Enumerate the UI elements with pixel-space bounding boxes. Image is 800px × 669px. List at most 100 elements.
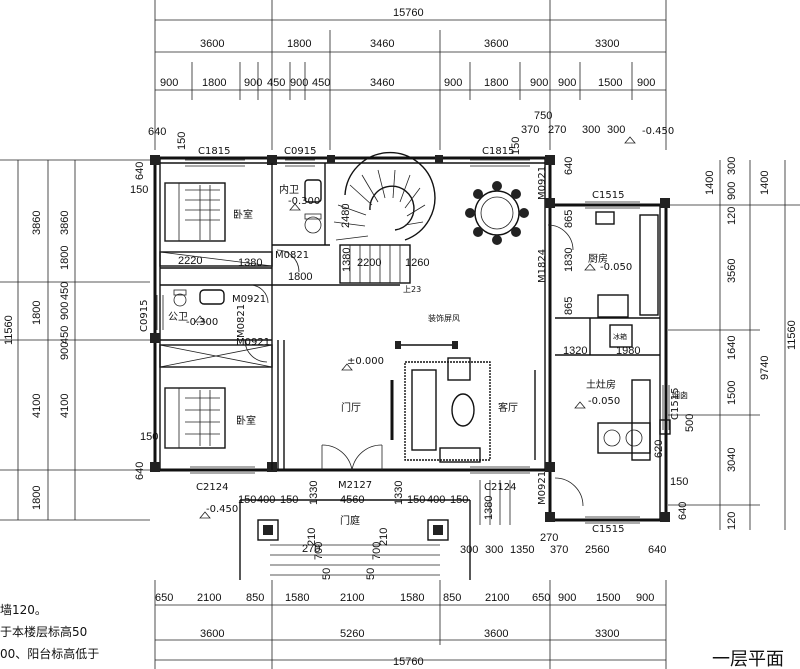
idim-9: 1830 bbox=[563, 248, 575, 272]
dim-bot-r1-3: 1580 bbox=[285, 592, 309, 604]
bath-public-fixtures bbox=[173, 289, 225, 307]
dim-left-i-0: 3860 bbox=[59, 211, 71, 235]
dim-bot-r1-2: 850 bbox=[246, 592, 264, 604]
idim-40: 150 bbox=[140, 431, 158, 443]
dim-bot-r1-10: 1500 bbox=[596, 592, 620, 604]
idim-13: 1980 bbox=[616, 345, 640, 357]
label-bedroom-2: 卧室 bbox=[236, 414, 256, 427]
code-c1515-a: C1515 bbox=[592, 190, 624, 201]
idim-14: 500 bbox=[684, 414, 696, 432]
bottom-dimension-lines bbox=[154, 580, 667, 669]
dim-bot-r2-2: 3600 bbox=[484, 628, 508, 640]
right-dimension-lines bbox=[668, 160, 800, 530]
drawing-title: 一层平面 bbox=[712, 649, 784, 669]
code-m0921-b: M0921 bbox=[232, 294, 266, 305]
idim-37: 50 bbox=[321, 568, 333, 580]
dim-top-s-0: 640 bbox=[148, 126, 166, 138]
dim-bot-r2-1: 5260 bbox=[340, 628, 364, 640]
label-bedroom-1: 卧室 bbox=[233, 208, 253, 221]
dim-top-r4-1: 370 bbox=[521, 124, 539, 136]
dim-right-c2-0: 1400 bbox=[759, 171, 771, 195]
idim-6: 2200 bbox=[357, 257, 381, 269]
idim-23: 150 bbox=[450, 494, 468, 506]
idim-24: 1380 bbox=[483, 496, 495, 520]
dim-top-s-3: 640 bbox=[563, 157, 575, 175]
dim-bot-r1-4: 2100 bbox=[340, 592, 364, 604]
idim-21: 150 bbox=[407, 494, 425, 506]
dim-bot-r1-0: 650 bbox=[155, 592, 173, 604]
dim-bot-r1-7: 2100 bbox=[485, 592, 509, 604]
left-dimension-lines bbox=[0, 159, 150, 521]
dim-top-r3-10: 900 bbox=[558, 77, 576, 89]
dim-right-c1-1: 300 bbox=[726, 157, 738, 175]
dim-top-r2-0: 3600 bbox=[200, 38, 224, 50]
dim-top-r4-2: 270 bbox=[548, 124, 566, 136]
wardrobe-1 bbox=[159, 251, 273, 267]
code-m2127: M2127 bbox=[338, 480, 372, 491]
idim-22: 400 bbox=[427, 494, 445, 506]
idim-20: 4560 bbox=[340, 494, 364, 506]
dim-top-r4-4: 300 bbox=[607, 124, 625, 136]
dim-top-r3-2: 900 bbox=[244, 77, 262, 89]
label-chimney: 烟囱 bbox=[672, 390, 688, 400]
idim-0: 640 bbox=[134, 162, 146, 180]
label-living: 客厅 bbox=[498, 401, 518, 414]
dim-left-total: 11560 bbox=[3, 315, 15, 345]
idim-33: 700 bbox=[313, 542, 325, 560]
dim-top-r3-1: 1800 bbox=[202, 77, 226, 89]
idim-25: 300 bbox=[460, 544, 478, 556]
dim-right-c1-9: 150 bbox=[670, 476, 688, 488]
idim-12: 1320 bbox=[563, 345, 587, 357]
label-bath-private: 内卫 bbox=[279, 183, 299, 196]
dim-top-r2-3: 3600 bbox=[484, 38, 508, 50]
level-foyer: ±0.000 bbox=[347, 356, 384, 367]
dim-top-s-2: 150 bbox=[510, 137, 522, 155]
dim-left-o-4: 450 bbox=[59, 326, 71, 344]
dim-top-r2-4: 3300 bbox=[595, 38, 619, 50]
level-bath-2: -0.300 bbox=[186, 317, 218, 328]
dining-table bbox=[465, 181, 529, 245]
note-line-1: 墙120。 bbox=[0, 603, 47, 617]
dim-right-c2-1: 9740 bbox=[759, 356, 771, 380]
idim-31: 270 bbox=[540, 532, 558, 544]
idim-10: 865 bbox=[563, 210, 575, 228]
idim-17: 150 bbox=[238, 494, 256, 506]
dim-right-c1-11: 120 bbox=[726, 512, 738, 530]
level-outside-b: -0.450 bbox=[206, 504, 238, 515]
code-c2124-a: C2124 bbox=[196, 482, 228, 493]
code-c2124-b: C2124 bbox=[484, 482, 516, 493]
dim-top-r2-1: 1800 bbox=[287, 38, 311, 50]
label-bath-public: 公卫 bbox=[168, 312, 188, 323]
dim-right-c1-8: 3040 bbox=[726, 448, 738, 472]
dim-top-r3-5: 450 bbox=[312, 77, 330, 89]
dim-top-r3-9: 900 bbox=[530, 77, 548, 89]
code-m0921-a: M0921 bbox=[537, 166, 548, 200]
idim-4: 1800 bbox=[288, 271, 312, 283]
idim-19: 150 bbox=[280, 494, 298, 506]
stair-up-label: 上23 bbox=[403, 285, 421, 294]
idim-28: 370 bbox=[550, 544, 568, 556]
dim-top-r3-4: 900 bbox=[290, 77, 308, 89]
level-kitchen: -0.050 bbox=[600, 262, 632, 273]
entrance-porch bbox=[239, 480, 511, 580]
dim-bot-r1-6: 850 bbox=[443, 592, 461, 604]
dim-left-o-6: 1800 bbox=[31, 486, 43, 510]
idim-15: 1330 bbox=[308, 481, 320, 505]
level-bath-1: -0.300 bbox=[288, 196, 320, 207]
code-c0915-a: C0915 bbox=[284, 146, 316, 157]
dim-left-o-2: 450 bbox=[59, 282, 71, 300]
dim-left-o-5: 4100 bbox=[31, 394, 43, 418]
code-c1815-b: C1815 bbox=[482, 146, 514, 157]
dim-right-c1-4: 3560 bbox=[726, 259, 738, 283]
idim-39: 640 bbox=[134, 462, 146, 480]
code-m0821-a: M0821 bbox=[275, 250, 309, 261]
exterior-walls bbox=[150, 156, 668, 522]
idim-34: 700 bbox=[371, 542, 383, 560]
dim-bot-r1-9: 900 bbox=[558, 592, 576, 604]
dim-right-c1-3: 120 bbox=[726, 207, 738, 225]
dim-right-c1-6: 1500 bbox=[726, 381, 738, 405]
idim-27: 1350 bbox=[510, 544, 534, 556]
idim-32: 270 bbox=[302, 543, 320, 555]
dim-bot-r1-1: 2100 bbox=[197, 592, 221, 604]
